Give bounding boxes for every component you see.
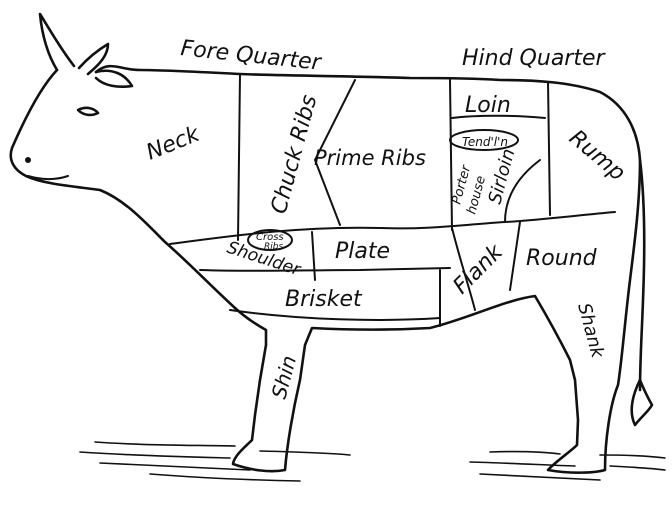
sirloin-label: Sirloin <box>485 147 520 207</box>
brisket-label: Brisket <box>285 287 363 312</box>
rump-label: Rump <box>564 125 630 186</box>
hind-quarter-label: Hind Quarter <box>462 46 607 71</box>
tenderloin-label: Tend'l'n <box>462 135 508 149</box>
flank-label: Flank <box>449 239 509 299</box>
round-label: Round <box>526 246 598 271</box>
plate-label: Plate <box>335 239 390 264</box>
shank-label: Shank <box>573 301 608 362</box>
prime-ribs-label: Prime Ribs <box>314 146 426 170</box>
neck-label: Neck <box>143 121 204 165</box>
fore-quarter-label: Fore Quarter <box>179 36 323 76</box>
loin-label: Loin <box>465 93 511 118</box>
shin-label: Shin <box>267 353 301 401</box>
